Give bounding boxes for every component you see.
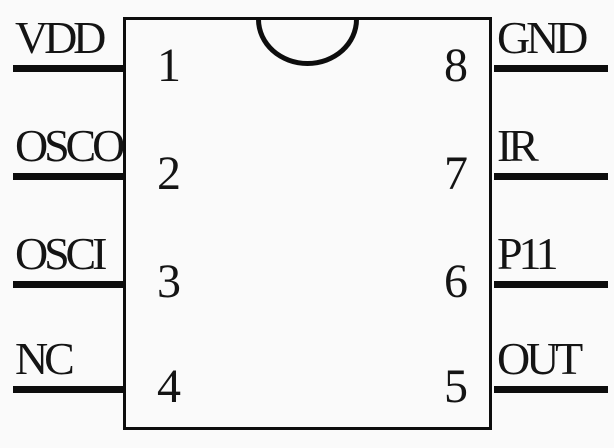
pin-number: 1: [157, 39, 181, 92]
pin-lead-line: [13, 281, 123, 288]
pin-number: 5: [444, 360, 468, 413]
pin-name-label: GND: [497, 12, 588, 63]
pin-name-label: NC: [15, 333, 75, 384]
pin-lead-line: [13, 173, 123, 180]
pin-name-label: IR: [497, 120, 539, 171]
pin-lead-line: [13, 65, 123, 72]
pin-name-label: OUT: [497, 333, 583, 384]
pin-lead-line: [13, 386, 123, 393]
pin-lead-line: [494, 65, 608, 72]
pin-lead-line: [494, 386, 608, 393]
pin-number: 8: [444, 39, 468, 92]
ic-body: [123, 17, 492, 430]
pin-lead-line: [494, 173, 608, 180]
pin-name-label: OSCO: [15, 120, 125, 171]
pin-name-label: OSCI: [15, 228, 107, 279]
pin-name-label: P11: [497, 228, 559, 279]
pin-number: 7: [444, 147, 468, 200]
pin-name-label: VDD: [15, 12, 106, 63]
pin-number: 2: [157, 147, 181, 200]
pin-number: 4: [157, 360, 181, 413]
pin-lead-line: [494, 281, 608, 288]
pin-number: 6: [444, 255, 468, 308]
pin-number: 3: [157, 255, 181, 308]
